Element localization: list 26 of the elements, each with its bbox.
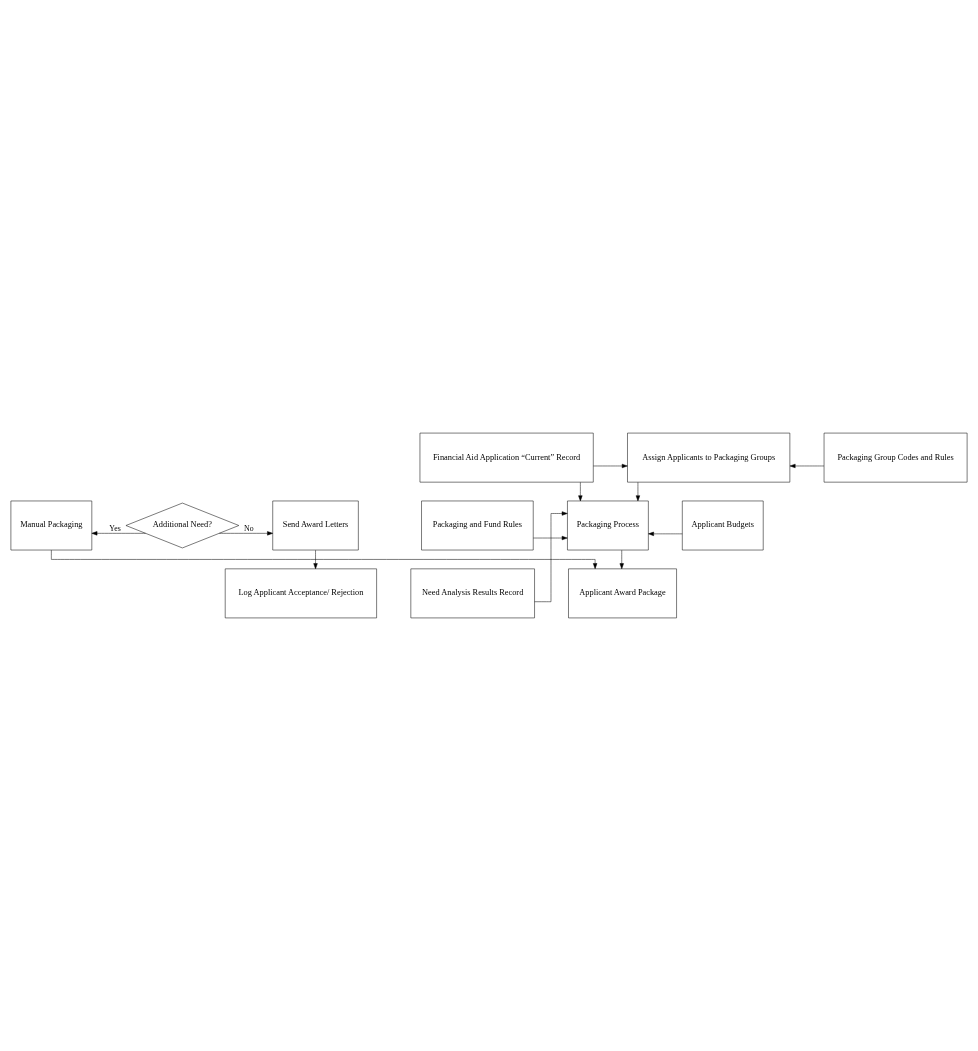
- arrow: [91, 531, 146, 536]
- node-box: Log Applicant Acceptance/ Rejection: [224, 568, 377, 619]
- arrow: [578, 482, 583, 502]
- node-box: Financial Aid Application “Current” Record: [419, 432, 594, 483]
- node-box: Packaging Process: [567, 500, 649, 551]
- node-box: Packaging Group Codes and Rules: [823, 432, 968, 483]
- arrow: [533, 535, 568, 541]
- arrow: [534, 511, 568, 602]
- node-box: Need Analysis Results Record: [410, 568, 535, 619]
- arrow: [648, 531, 683, 536]
- arrow: [219, 531, 273, 536]
- arrow: [593, 463, 628, 469]
- arrow: [51, 549, 598, 569]
- arrow: [635, 482, 640, 502]
- node-diamond: Additional Need?: [125, 502, 240, 549]
- arrow: [789, 463, 825, 469]
- edge-label: Yes: [109, 523, 121, 533]
- node-box: Applicant Budgets: [682, 500, 764, 551]
- node-box: Applicant Award Package: [568, 568, 677, 619]
- node-box: Assign Applicants to Packaging Groups: [627, 432, 791, 483]
- node-box: Packaging and Fund Rules: [421, 500, 534, 551]
- arrow: [313, 549, 318, 570]
- node-box: Send Award Letters: [272, 500, 359, 551]
- edge-label: No: [244, 523, 254, 533]
- arrow: [619, 549, 624, 570]
- node-box: Manual Packaging: [10, 500, 93, 551]
